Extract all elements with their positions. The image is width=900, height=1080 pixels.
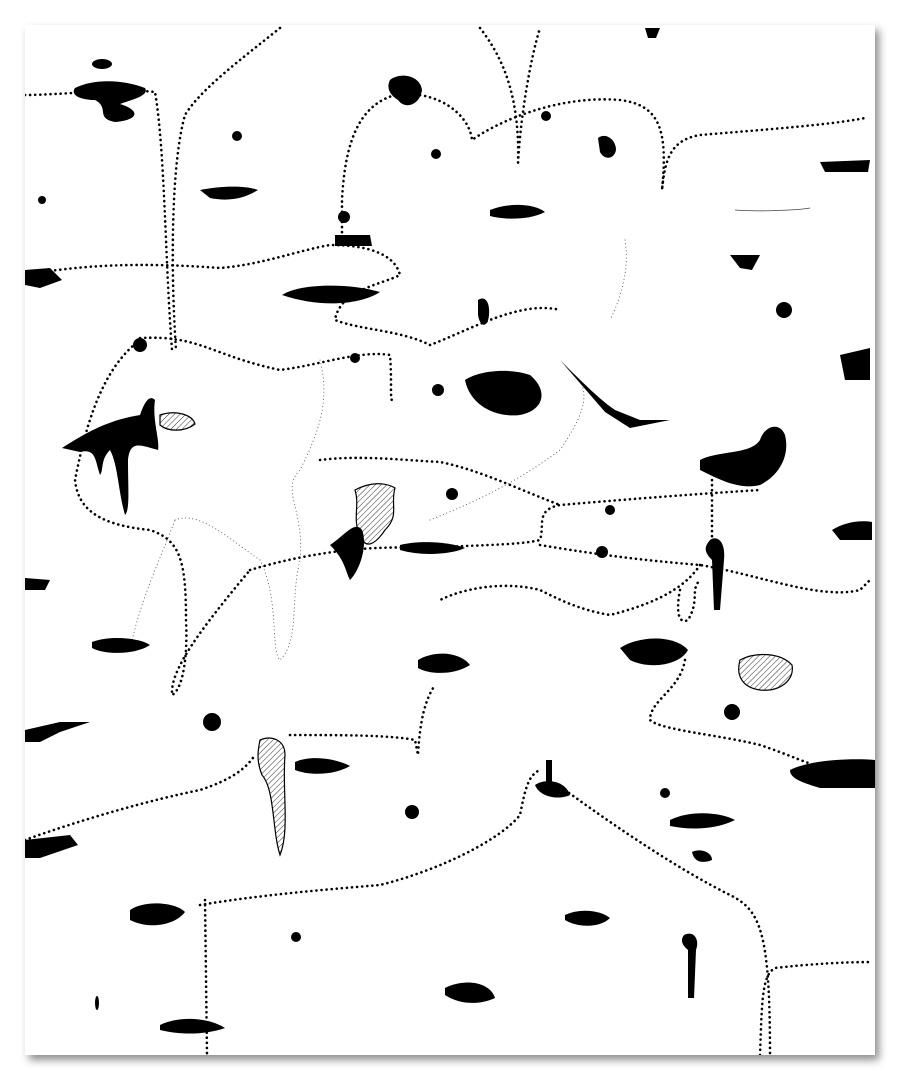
hatched-shape bbox=[257, 737, 286, 857]
ink-blot bbox=[92, 59, 112, 69]
hatched-shape bbox=[738, 654, 793, 691]
ink-blot bbox=[25, 578, 50, 590]
ink-blot bbox=[645, 28, 660, 38]
ink-blot bbox=[445, 982, 495, 1003]
ink-blot bbox=[200, 186, 258, 200]
dotted-line bbox=[171, 26, 282, 352]
ink-blot bbox=[730, 255, 760, 270]
ink-blot bbox=[338, 211, 350, 223]
ink-blot bbox=[295, 758, 350, 774]
dotted-line bbox=[25, 753, 257, 842]
ink-blot bbox=[330, 526, 365, 580]
ink-blot bbox=[133, 338, 147, 352]
dotted-line bbox=[478, 26, 542, 166]
ink-blot bbox=[681, 933, 698, 998]
artwork-canvas bbox=[25, 25, 875, 1055]
ink-blot bbox=[670, 813, 735, 829]
thin-line bbox=[734, 207, 811, 212]
ink-blot bbox=[405, 805, 419, 819]
ink-blot bbox=[92, 638, 150, 653]
ink-blot bbox=[160, 1018, 225, 1034]
ink-blot bbox=[432, 384, 444, 396]
dotted-line bbox=[758, 960, 874, 1055]
dotted-line bbox=[288, 683, 437, 756]
dotted-line bbox=[676, 478, 714, 623]
ink-blot bbox=[203, 713, 221, 731]
dotted-line bbox=[25, 243, 562, 347]
ink-drawing bbox=[25, 26, 875, 1055]
ink-blot bbox=[73, 81, 146, 122]
dotted-line bbox=[203, 898, 209, 1055]
ink-blot bbox=[62, 398, 159, 515]
ink-blot bbox=[25, 722, 90, 742]
dotted-line bbox=[418, 93, 867, 191]
fine-line bbox=[429, 379, 585, 521]
dotted-line bbox=[248, 488, 762, 572]
ink-blot bbox=[465, 370, 542, 416]
ink-blot bbox=[418, 653, 470, 673]
ink-blot bbox=[546, 760, 552, 785]
ink-blot bbox=[25, 835, 78, 858]
ink-blot bbox=[660, 788, 670, 798]
ink-blot bbox=[596, 546, 608, 558]
ink-blot bbox=[535, 781, 570, 798]
ink-blot bbox=[350, 353, 360, 363]
ink-blot bbox=[820, 160, 870, 172]
ink-blot bbox=[388, 75, 422, 106]
ink-blot bbox=[565, 910, 610, 926]
ink-blot bbox=[446, 488, 458, 500]
ink-blot bbox=[705, 538, 725, 610]
ink-blot bbox=[840, 348, 870, 380]
ink-blot bbox=[620, 638, 688, 666]
ink-blot bbox=[560, 360, 670, 428]
ink-blot bbox=[400, 542, 465, 554]
ink-blot bbox=[291, 932, 301, 942]
dotted-line bbox=[73, 338, 252, 698]
dotted-line bbox=[340, 93, 397, 242]
ink-blot bbox=[541, 111, 551, 121]
ink-blot bbox=[95, 996, 99, 1010]
ink-blot bbox=[700, 426, 787, 487]
ink-blot bbox=[724, 704, 740, 720]
ink-blot bbox=[335, 235, 372, 246]
ink-blot bbox=[25, 268, 62, 288]
fine-line bbox=[609, 239, 627, 321]
dotted-line bbox=[25, 89, 174, 352]
dotted-line bbox=[438, 563, 702, 617]
ink-blot bbox=[490, 204, 545, 219]
ink-blot bbox=[776, 302, 792, 318]
fine-line bbox=[129, 519, 176, 651]
fine-line bbox=[174, 359, 325, 661]
ink-blot bbox=[38, 196, 46, 204]
ink-blot bbox=[790, 759, 875, 788]
ink-blot bbox=[832, 521, 872, 540]
ink-blot bbox=[478, 298, 490, 325]
ink-blot bbox=[232, 131, 242, 141]
ink-blot bbox=[692, 850, 712, 862]
ink-blot bbox=[431, 149, 441, 159]
ink-blots bbox=[25, 28, 875, 1034]
dotted-line bbox=[318, 456, 562, 507]
dotted-line bbox=[138, 336, 394, 402]
dotted-line bbox=[198, 768, 542, 907]
ink-blot bbox=[605, 505, 615, 515]
hatched-shape bbox=[159, 412, 196, 431]
hatched-shape bbox=[354, 483, 396, 545]
dotted-line bbox=[538, 543, 872, 594]
ink-blot bbox=[130, 903, 185, 926]
dotted-line bbox=[563, 788, 772, 1055]
ink-blot bbox=[598, 135, 616, 158]
ink-blot bbox=[282, 285, 380, 304]
dotted-line bbox=[648, 658, 832, 772]
